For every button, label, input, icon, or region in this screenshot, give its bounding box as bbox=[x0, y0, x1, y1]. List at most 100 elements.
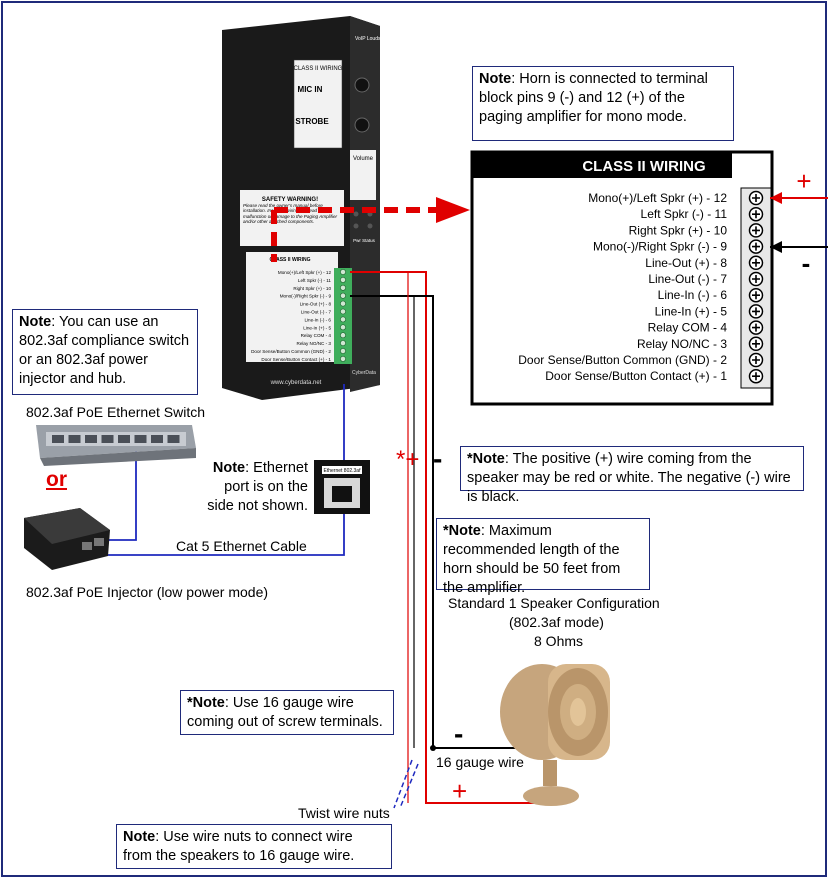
warning-title: SAFETY WARNING! bbox=[262, 197, 318, 203]
poe-switch bbox=[36, 425, 196, 466]
switch-port bbox=[151, 435, 163, 443]
mini-terminal-screw bbox=[340, 332, 346, 339]
twist-nuts-label: Twist wire nuts bbox=[298, 805, 390, 821]
mini-terminal-screws bbox=[340, 269, 346, 362]
class-wiring-title: CLASS II WIRING bbox=[582, 158, 705, 175]
strobe-label: STROBE bbox=[295, 117, 329, 126]
speaker-wires bbox=[350, 271, 548, 809]
switch-port bbox=[101, 435, 114, 443]
mini-terminal-label: Line-In (+) - 5 bbox=[303, 325, 331, 330]
terminal-screws bbox=[748, 190, 764, 384]
or-label: or bbox=[46, 468, 67, 491]
horn-speaker bbox=[500, 664, 610, 806]
voip-title: VoIP Loudspeaker Amplifier bbox=[355, 36, 417, 42]
mini-terminal-screw bbox=[340, 316, 346, 323]
device-brand: CyberData bbox=[352, 370, 376, 376]
terminal-labels: Mono(+)/Left Spkr (+) - 12 Left Spkr (-) … bbox=[518, 191, 727, 383]
screw-slot bbox=[752, 339, 760, 348]
mini-terminal-label: Door Sense/Button Contact (+) - 1 bbox=[261, 357, 331, 362]
minus-marker-top: - bbox=[433, 443, 443, 474]
detail-plus-sign: + bbox=[796, 166, 811, 196]
screw-slot bbox=[752, 291, 760, 300]
poe-switch-label: 802.3af PoE Ethernet Switch bbox=[26, 404, 205, 420]
terminal-label: Mono(-)/Right Spkr (-) - 9 bbox=[593, 240, 727, 254]
screw-slot bbox=[752, 258, 760, 267]
mini-terminal-screw bbox=[340, 308, 346, 315]
terminal-label: Door Sense/Button Contact (+) - 1 bbox=[545, 369, 727, 383]
screw-slot bbox=[752, 226, 760, 235]
class-wiring-detail: CLASS II WIRING Mono(+)/Left Spkr (+) - … bbox=[470, 150, 828, 406]
mic-in-label: MIC IN bbox=[298, 85, 323, 94]
plus-marker-bottom: + bbox=[452, 776, 468, 806]
plus-marker-top: *+ bbox=[396, 446, 420, 473]
poe-injector bbox=[24, 508, 110, 570]
poe-switch-note: Note: You can use an 802.3af compliance … bbox=[12, 309, 198, 395]
mini-terminal-label: Line-In (-) - 6 bbox=[304, 317, 331, 322]
device-class-ii-label: CLASS II WIRING bbox=[294, 66, 343, 72]
terminal-label: Relay NO/NC - 3 bbox=[637, 337, 727, 351]
mini-terminal-label: Right Spkr (+) - 10 bbox=[293, 286, 331, 291]
switch-port bbox=[118, 435, 130, 443]
volume-label: Volume bbox=[353, 156, 374, 162]
mini-terminal-label: Line-Out (-) - 7 bbox=[301, 310, 332, 315]
switch-port bbox=[167, 435, 180, 443]
switch-port bbox=[68, 435, 81, 443]
mini-terminal-label: Mono(+)/Left Spkr (+) - 12 bbox=[278, 270, 332, 275]
ethernet-cables bbox=[102, 384, 345, 556]
screw-slot bbox=[752, 372, 760, 381]
mini-terminal-screw bbox=[340, 284, 346, 291]
terminal-label: Left Spkr (-) - 11 bbox=[641, 207, 728, 221]
gauge-note: *Note: Use 16 gauge wire coming out of s… bbox=[180, 690, 394, 735]
terminal-label: Mono(+)/Left Spkr (+) - 12 bbox=[588, 191, 727, 205]
horn-note: Note: Horn is connected to terminal bloc… bbox=[472, 66, 734, 141]
speaker-config-line1: Standard 1 Speaker Configuration bbox=[448, 595, 660, 611]
mini-terminal-screw bbox=[340, 340, 346, 346]
device-wiring-header: CLASS II WIRING bbox=[269, 257, 310, 263]
ethernet-port-label: Ethernet 802.3af bbox=[324, 468, 362, 474]
mini-terminal-label: Mono(-)/Right Spkr (-) - 9 bbox=[280, 294, 332, 299]
terminal-label: Line-In (+) - 5 bbox=[655, 304, 728, 318]
detail-arrow bbox=[271, 197, 470, 262]
cat5-label: Cat 5 Ethernet Cable bbox=[176, 538, 307, 554]
terminal-label: Line-In (-) - 6 bbox=[658, 288, 728, 302]
terminal-label: Line-Out (-) - 7 bbox=[648, 272, 727, 286]
mini-terminal-screw bbox=[340, 355, 346, 362]
minus-marker-bottom: - bbox=[454, 718, 464, 749]
mini-terminal-screw bbox=[340, 324, 346, 331]
device-url: www.cyberdata.net bbox=[270, 380, 322, 386]
mini-terminal-label: Relay NO/NC - 3 bbox=[297, 341, 332, 346]
mini-terminal-label: Door Sense/Button Common (GND) - 2 bbox=[251, 349, 331, 354]
mini-terminal-screw bbox=[340, 269, 346, 275]
terminal-label: Line-Out (+) - 8 bbox=[645, 256, 727, 270]
screw-slot bbox=[752, 356, 760, 364]
amplifier-device: CLASS II WIRING MIC IN STROBE VoIP Louds… bbox=[222, 16, 417, 400]
terminal-label: Right Spkr (+) - 10 bbox=[629, 223, 728, 237]
mini-terminal-screw bbox=[340, 348, 346, 354]
screw-slot bbox=[752, 323, 760, 332]
switch-port bbox=[134, 435, 147, 443]
pwr-status-label: Pwr Status bbox=[353, 238, 376, 243]
screw-slot bbox=[752, 210, 760, 219]
switch-port bbox=[85, 435, 97, 443]
wire-color-note: *Note: The positive (+) wire coming from… bbox=[460, 446, 804, 505]
terminal-label: Relay COM - 4 bbox=[648, 321, 728, 335]
mini-terminal-label: Relay COM - 4 bbox=[301, 333, 332, 338]
speaker-config-line2: (802.3af mode) bbox=[509, 614, 604, 630]
ethernet-port: Ethernet 802.3af bbox=[314, 460, 370, 514]
detail-minus-sign: - bbox=[802, 248, 811, 278]
warning-text: Please read the owner's manual before in… bbox=[243, 203, 338, 225]
mini-terminal-screw bbox=[340, 292, 346, 299]
screw-slot bbox=[752, 194, 760, 202]
terminal-label: Door Sense/Button Common (GND) - 2 bbox=[518, 353, 727, 367]
switch-port bbox=[52, 435, 64, 443]
mini-terminal-screw bbox=[340, 300, 346, 307]
screw-slot bbox=[752, 307, 760, 316]
wire-nuts-note: Note: Use wire nuts to connect wire from… bbox=[116, 824, 392, 869]
screw-slot bbox=[752, 275, 760, 283]
gauge-wire-label: 16 gauge wire bbox=[436, 754, 524, 770]
speaker-config-line3: 8 Ohms bbox=[534, 633, 584, 649]
horn-length-note: *Note: Maximum recommended length of the… bbox=[436, 518, 650, 596]
